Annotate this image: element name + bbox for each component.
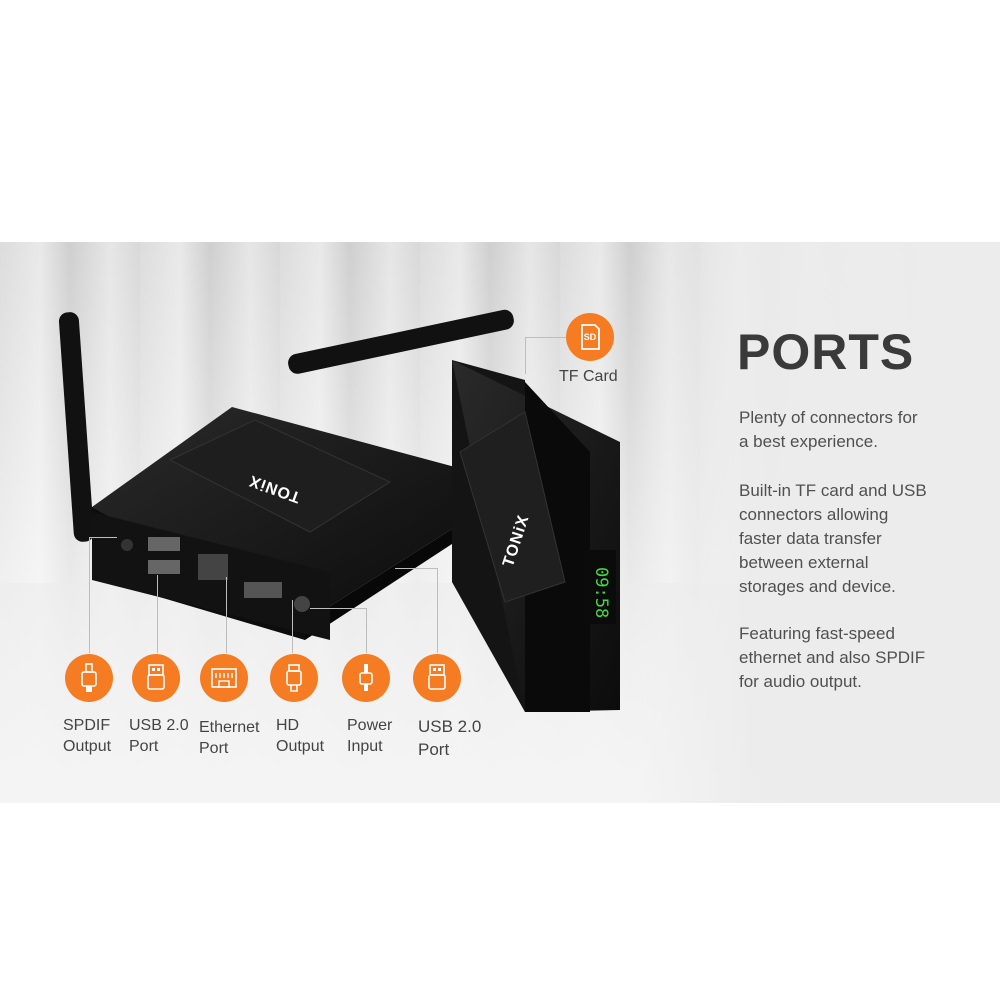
intro-paragraph: Plenty of connectors for a best experien… bbox=[739, 408, 918, 451]
tf-card-label: TF Card bbox=[559, 368, 618, 385]
ethernet-port-label: Ethernet Port bbox=[199, 719, 260, 757]
ethernet-spdif-paragraph: Featuring fast-speed ethernet and also S… bbox=[739, 624, 926, 691]
power-leader bbox=[366, 608, 367, 653]
sd-card-icon: SD bbox=[566, 313, 614, 361]
usb-right-leader-h bbox=[395, 568, 437, 569]
tv-box-illustration bbox=[58, 309, 620, 712]
usb-port-bottom bbox=[148, 560, 180, 574]
text-panel-background bbox=[640, 242, 1000, 803]
usb-left-leader bbox=[157, 575, 158, 653]
box-top-panel bbox=[168, 419, 392, 533]
sd-card-icon-text: SD bbox=[583, 332, 597, 342]
usb-port-label-right: USB 2.0 Port bbox=[418, 717, 482, 759]
hd-leader bbox=[292, 600, 293, 653]
usb-icon bbox=[132, 654, 180, 702]
power-leader-h bbox=[310, 608, 366, 609]
usb-icon bbox=[413, 654, 461, 702]
power-port bbox=[294, 596, 310, 612]
power-plug-icon bbox=[342, 654, 390, 702]
clock-display-bg bbox=[584, 550, 616, 624]
standing-box-side bbox=[525, 382, 590, 712]
power-input-label: Power Input bbox=[347, 717, 393, 755]
spdif-output-label: SPDIF Output bbox=[63, 717, 112, 755]
tf-card-leader-vertical bbox=[525, 337, 526, 374]
spdif-port bbox=[121, 539, 133, 551]
usb-right-leader bbox=[437, 568, 438, 653]
spdif-leader bbox=[89, 537, 90, 653]
ethernet-icon bbox=[200, 654, 248, 702]
spdif-leader-h bbox=[89, 537, 117, 538]
usb-port-label-left: USB 2.0 Port bbox=[129, 717, 189, 755]
hd-output-label: HD Output bbox=[276, 717, 325, 755]
usb-port-top bbox=[148, 537, 180, 551]
spdif-plug-icon bbox=[65, 654, 113, 702]
page-title: PORTS bbox=[737, 324, 915, 380]
right-antenna bbox=[288, 309, 514, 374]
tf-usb-paragraph: Built-in TF card and USB connectors allo… bbox=[739, 481, 927, 596]
left-antenna bbox=[58, 312, 94, 542]
hdmi-port bbox=[244, 582, 282, 598]
box-right-face bbox=[305, 527, 455, 640]
hdmi-icon bbox=[270, 654, 318, 702]
product-banner: TONiX TONiX 09:58 SD TF Card SPDIF Outpu… bbox=[0, 242, 1000, 803]
tf-card-leader-horizontal bbox=[525, 337, 567, 338]
ethernet-port bbox=[198, 554, 228, 580]
ethernet-leader bbox=[226, 577, 227, 653]
standing-box-panel bbox=[459, 411, 566, 603]
clock-display: 09:58 bbox=[591, 567, 611, 619]
